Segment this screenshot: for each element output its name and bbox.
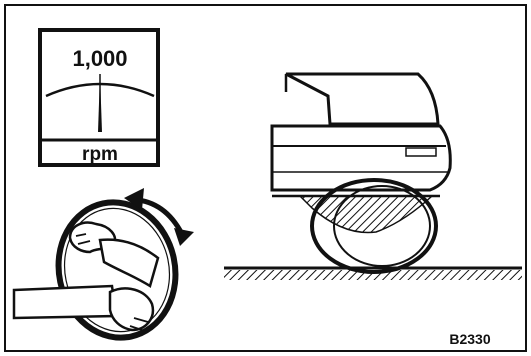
vehicle-tire-tread bbox=[333, 185, 431, 267]
lower-forearm bbox=[12, 284, 118, 320]
rotation-arrow-head-right bbox=[174, 228, 194, 246]
ground-hatching bbox=[224, 270, 522, 280]
figure-code: B2330 bbox=[449, 331, 490, 347]
gauge-housing bbox=[38, 28, 160, 167]
gauge-reading: 1,000 bbox=[72, 46, 127, 71]
tachometer-gauge: 1,000 rpm bbox=[38, 28, 160, 167]
upper-forearm bbox=[98, 238, 160, 288]
rotation-arrow-head-left bbox=[124, 188, 144, 210]
outer-frame bbox=[4, 4, 527, 352]
upper-hand-fingers bbox=[75, 233, 91, 245]
vehicle-marker-light bbox=[405, 147, 437, 157]
vehicle-window bbox=[285, 72, 440, 126]
vehicle-body bbox=[270, 124, 452, 192]
vehicle-wheel-view bbox=[270, 72, 452, 274]
gauge-unit: rpm bbox=[82, 144, 118, 165]
wheel-well-shadow bbox=[298, 195, 434, 234]
rotation-arrow bbox=[124, 188, 194, 246]
steering-wheel-rim bbox=[55, 199, 179, 341]
ground bbox=[224, 266, 522, 280]
lower-hand bbox=[108, 287, 155, 332]
steering-wheel bbox=[12, 199, 179, 341]
lower-hand-fingers bbox=[129, 317, 149, 331]
